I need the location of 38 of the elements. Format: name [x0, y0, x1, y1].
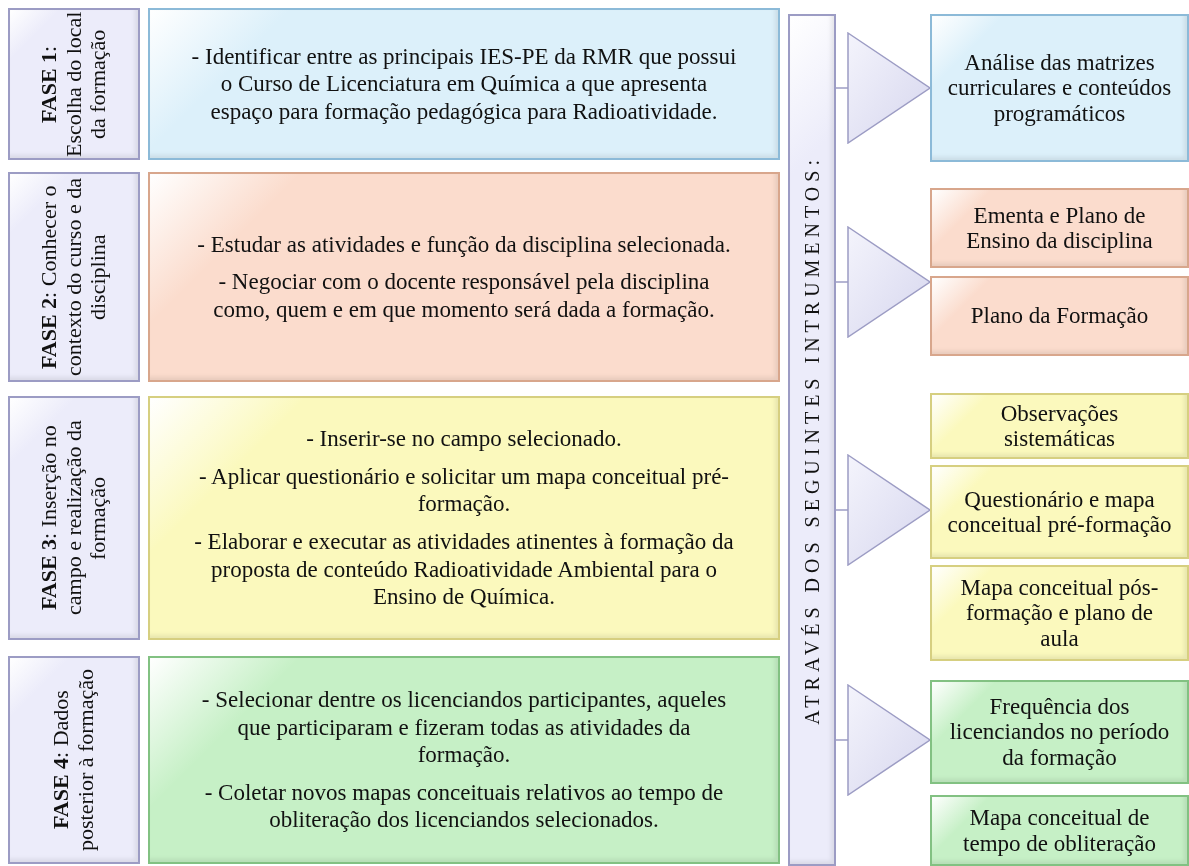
chevron-arrow	[835, 32, 931, 144]
instrument-box	[930, 680, 1189, 784]
instrument-box	[930, 565, 1189, 661]
phase-label-box	[8, 172, 140, 382]
task-text: - Aplicar questionário e solicitar um mapa conceitual pré-formação.	[197, 462, 731, 518]
instrument-text: Questionário e mapa conceitual pré-formação	[946, 486, 1173, 538]
phase-label-box	[8, 656, 140, 864]
vertical-banner	[788, 14, 836, 866]
task-text: - Estudar as atividades e função da disciplina selecionada.	[197, 230, 731, 259]
task-text: - Inserir-se no campo selecionado.	[306, 425, 622, 453]
instrument-text: Observações sistemáticas	[999, 400, 1120, 452]
instrument-box	[930, 795, 1189, 866]
task-text: - Elaborar e executar as atividades atinentes à formação da proposta de conteúdo Radioatividade Ambiental para o Ensino de Química.	[193, 528, 735, 611]
phase-label-box	[8, 8, 140, 160]
instrument-text: Mapa conceitual pós-formação e plano de aula	[959, 575, 1160, 651]
instrument-box	[930, 276, 1189, 356]
phase-description-box	[148, 172, 780, 382]
task-text: - Coletar novos mapas conceituais relativos ao tempo de obliteração dos licenciandos selecionados.	[203, 778, 725, 834]
task-text: - Identificar entre as principais IES-PE da RMR que possui o Curso de Licenciatura em Química a que apresenta espaço para formação pedagógica para Radioatividade.	[190, 42, 738, 126]
phase-label-box	[8, 396, 140, 640]
instrument-text: Frequência dos licenciandos no período da formação	[948, 694, 1171, 770]
instrument-text: Plano da Formação	[969, 303, 1150, 329]
banner-text: ATRAVÉS DOS SEGUINTES INTRUMENTOS:	[800, 155, 824, 725]
instrument-text: Ementa e Plano de Ensino da disciplina	[965, 202, 1154, 254]
instrument-box	[930, 393, 1189, 459]
chevron-arrow	[835, 454, 931, 566]
instrument-text: Análise das matrizes curriculares e conteúdos programáticos	[946, 50, 1173, 126]
chevron-arrow	[835, 684, 931, 796]
phase-description-box	[148, 656, 780, 864]
task-text: - Negociar com o docente responsável pela disciplina como, quem e em que momento será dada a formação.	[212, 268, 716, 324]
instrument-text: Mapa conceitual de tempo de obliteração	[962, 805, 1157, 856]
phase-description-box	[148, 8, 780, 160]
instrument-box	[930, 465, 1189, 559]
phase-description-box	[148, 396, 780, 640]
task-text: - Selecionar dentre os licenciandos participantes, aqueles que participaram e fizeram todas as atividades da formação.	[200, 686, 728, 769]
instrument-box	[930, 14, 1189, 162]
chevron-arrow	[835, 226, 931, 338]
instrument-box	[930, 188, 1189, 268]
